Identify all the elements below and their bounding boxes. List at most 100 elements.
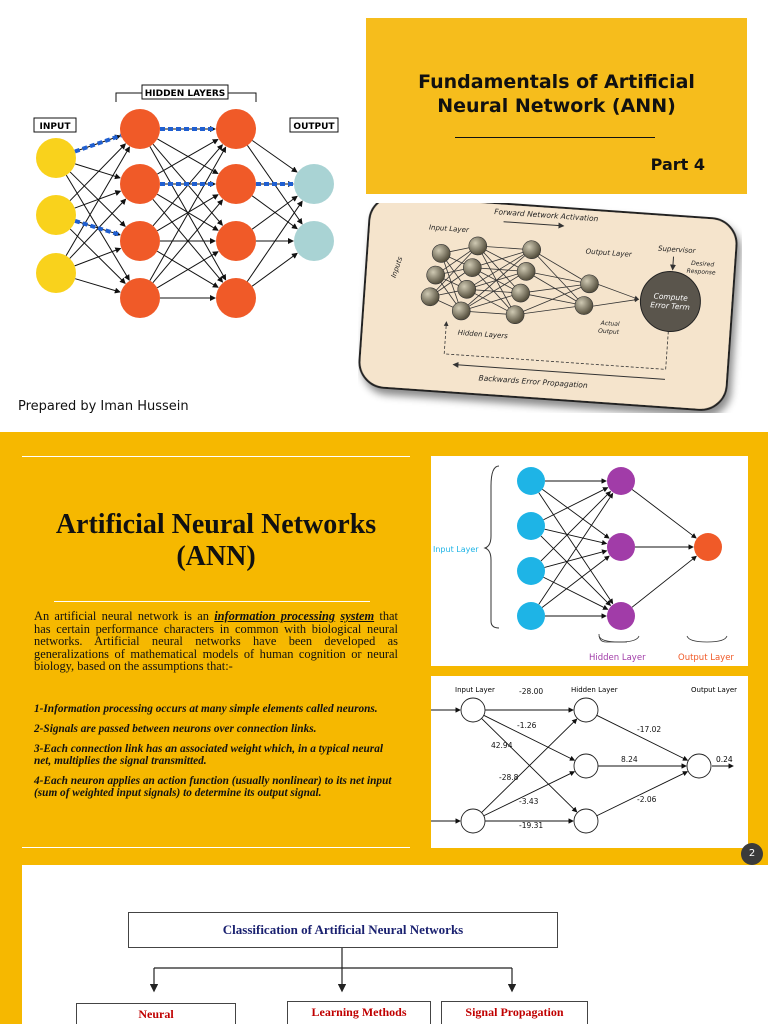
layer-diagram: Input Layer Hidden Layer Output Layer	[431, 456, 748, 666]
connection-arrow	[74, 134, 122, 152]
weighted-connection	[481, 718, 578, 813]
nn-diagram: INPUT HIDDEN LAYERS OUTPUT	[33, 84, 339, 318]
connection-arrow	[246, 200, 303, 282]
connection-arrow	[251, 195, 298, 230]
connection-arrow	[631, 489, 697, 539]
input-neuron	[517, 467, 545, 495]
hidden-neuron	[120, 109, 160, 149]
weight-label: -3.43	[519, 797, 539, 806]
weighted-connection	[596, 714, 689, 761]
input-neuron	[517, 557, 545, 585]
backprop-card: Compute Error Term Forward Network Activ…	[358, 203, 738, 411]
weight-label: -19.31	[519, 821, 543, 830]
svg-text:Output Layer: Output Layer	[678, 653, 734, 663]
connection-arrow	[544, 549, 608, 568]
connection-arrow	[541, 555, 610, 608]
connection-arrow	[152, 199, 224, 284]
svg-text:Output Layer: Output Layer	[585, 248, 633, 259]
list-item: 3-Each connection link has an associated…	[34, 743, 383, 767]
neuron	[426, 265, 445, 285]
connection-line	[461, 292, 521, 312]
svg-text:Supervisor: Supervisor	[658, 245, 697, 256]
connection-arrow	[75, 278, 121, 294]
neuron	[451, 301, 471, 321]
connection-arrow	[74, 190, 122, 209]
slide-3-accent-bar	[0, 865, 22, 1024]
hidden-neuron	[120, 278, 160, 318]
weighted-connection	[481, 718, 578, 813]
weight-label: -28.8	[499, 773, 519, 782]
hidden-neuron	[216, 221, 256, 261]
hidden-neuron	[216, 164, 256, 204]
neuron	[468, 236, 488, 256]
assumption-list: 1-Information processing occurs at many …	[34, 703, 402, 807]
prepared-by: Prepared by Iman Hussein	[18, 399, 189, 414]
neuron	[580, 274, 599, 294]
neuron	[420, 287, 440, 307]
presentation-title: Fundamentals of Artificial Neural Networ…	[418, 71, 695, 117]
classification-tree-lines	[149, 947, 517, 993]
connection-arrow	[69, 228, 126, 284]
connection-line	[514, 283, 590, 316]
output-arrow	[598, 284, 640, 301]
connection-arrow	[252, 140, 298, 173]
classification-title-box: Classification of Artificial Neural Netw…	[128, 912, 558, 948]
highlighted-connection	[74, 133, 122, 154]
hidden-neuron	[607, 602, 635, 630]
input-neuron	[36, 138, 76, 178]
output-neuron	[694, 533, 722, 561]
svg-text:Input Layer: Input Layer	[433, 545, 479, 554]
connection-arrow	[74, 220, 121, 237]
slide-1: INPUT HIDDEN LAYERS OUTPUT Fundamentals …	[0, 0, 768, 432]
connection-line	[460, 249, 532, 312]
weight-label: -28.00	[519, 687, 543, 696]
list-item: 1-Information processing occurs at many …	[34, 703, 378, 715]
neuron	[511, 283, 530, 303]
svg-text:Response: Response	[686, 268, 716, 277]
connection-arrow	[538, 492, 614, 605]
connection-arrow	[540, 490, 612, 562]
neuron	[457, 279, 477, 299]
weighted-connection	[596, 771, 689, 817]
connection-line	[531, 249, 590, 285]
svg-text:Desired: Desired	[691, 260, 715, 269]
title-rule	[455, 137, 655, 138]
hidden-neuron	[607, 467, 635, 495]
svg-text:Compute: Compute	[653, 291, 688, 302]
neuron	[574, 296, 594, 315]
neuron	[573, 697, 599, 723]
label-hidden-layers: HIDDEN LAYERS	[145, 89, 226, 99]
label-input: INPUT	[40, 122, 72, 132]
connection-arrow	[69, 198, 127, 259]
slide-2-rule	[54, 601, 370, 602]
neuron	[505, 305, 525, 325]
neuron	[573, 808, 599, 834]
weight-label: -1.26	[517, 721, 537, 730]
output-arrow	[592, 297, 640, 307]
weighted-network-diagram: -28.00-1.2642.94-28.8-3.43-19.31-17.028.…	[431, 676, 748, 848]
connection-line	[472, 249, 532, 269]
weighted-connection	[483, 771, 576, 817]
svg-text:Hidden Layer: Hidden Layer	[571, 686, 618, 694]
neuron	[522, 240, 541, 260]
output-value: 0.24	[716, 755, 733, 764]
hidden-neuron	[607, 533, 635, 561]
slide-2: Artificial Neural Networks (ANN) An arti…	[0, 432, 768, 865]
connection-arrow	[156, 251, 219, 289]
connection-arrow	[74, 247, 122, 267]
neuron	[686, 753, 712, 779]
svg-text:Hidden Layers: Hidden Layers	[457, 329, 508, 341]
connection-arrow	[540, 535, 612, 607]
input-neuron	[517, 602, 545, 630]
svg-text:Output: Output	[598, 328, 620, 336]
input-neuron	[36, 195, 76, 235]
neuron	[462, 258, 482, 277]
branch-neural: Neural	[76, 1003, 236, 1024]
svg-text:Hidden Layer: Hidden Layer	[589, 653, 646, 663]
output-neuron	[294, 221, 334, 261]
definition-paragraph: An artificial neural network is an infor…	[34, 609, 398, 673]
svg-text:Input Layer: Input Layer	[455, 686, 495, 694]
weight-label: 8.24	[621, 755, 638, 764]
label-output: OUTPUT	[293, 122, 335, 132]
neuron	[431, 244, 451, 263]
